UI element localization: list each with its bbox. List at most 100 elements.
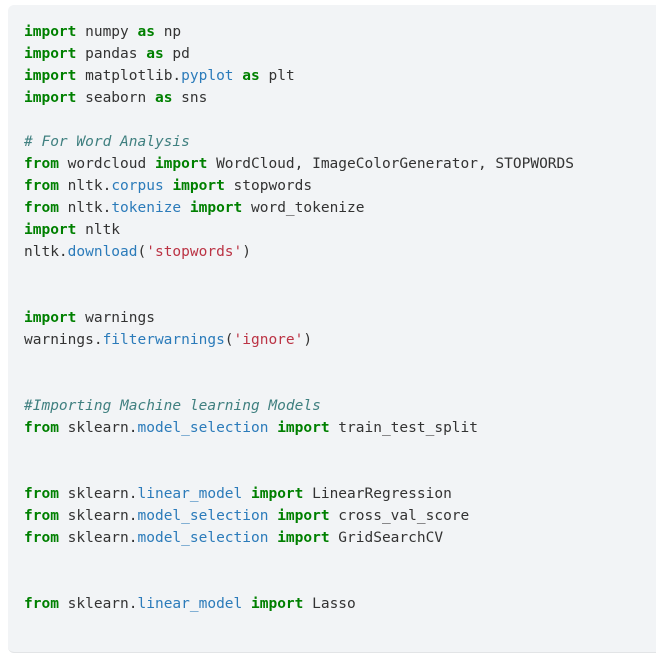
code-blank-line — [24, 571, 656, 593]
code-token-kw: from — [24, 200, 59, 216]
code-token-kw: from — [24, 178, 59, 194]
code-token-kw: import — [154, 156, 208, 172]
code-token-cmt: # For Word Analysis — [24, 134, 190, 150]
code-blank-line — [24, 109, 656, 131]
code-token-txt: sns — [172, 90, 208, 106]
code-token-txt — [242, 486, 251, 502]
code-token-txt: GridSearchCV — [329, 530, 444, 546]
code-blank-line — [24, 373, 656, 395]
code-line: from sklearn.model_selection import cros… — [24, 505, 656, 527]
code-blank-line — [24, 461, 656, 483]
code-token-txt: pd — [163, 46, 190, 62]
code-line: from sklearn.model_selection import trai… — [24, 417, 656, 439]
code-blank-line — [24, 351, 656, 373]
code-token-txt: nltk. — [58, 178, 112, 194]
code-line: from sklearn.model_selection import Grid… — [24, 527, 656, 549]
code-token-kw: import — [24, 46, 77, 62]
code-token-txt: LinearRegression — [303, 486, 452, 502]
code-token-kw: from — [24, 156, 59, 172]
code-line: # For Word Analysis — [24, 131, 656, 153]
code-line: import nltk — [24, 219, 656, 241]
code-token-txt: warnings. — [24, 332, 103, 348]
code-token-txt: numpy — [76, 24, 138, 40]
code-token-txt: wordcloud — [58, 156, 155, 172]
code-token-txt — [181, 200, 190, 216]
code-token-kw: import — [24, 24, 77, 40]
code-token-txt: pandas — [76, 46, 147, 62]
code-token-kw: import — [189, 200, 243, 216]
code-token-mod: download — [67, 244, 138, 260]
code-token-txt: WordCloud, ImageColorGenerator, STOPWORD… — [207, 156, 574, 172]
code-line: #Importing Machine learning Models — [24, 395, 656, 417]
code-token-txt — [268, 530, 277, 546]
code-blank-line — [24, 439, 656, 461]
code-token-txt — [234, 68, 243, 84]
code-blank-line — [24, 637, 656, 652]
code-token-punc: ( — [224, 332, 234, 348]
code-token-txt: seaborn — [76, 90, 155, 106]
code-token-txt: sklearn. — [58, 596, 138, 612]
code-token-txt: stopwords — [224, 178, 313, 194]
code-token-kw: import — [251, 596, 304, 612]
code-line: import seaborn as sns — [24, 87, 656, 109]
code-line: warnings.filterwarnings('ignore') — [24, 329, 656, 351]
code-line: from sklearn.linear_model import Lasso — [24, 593, 656, 615]
code-token-txt — [268, 508, 277, 524]
code-token-kw: import — [277, 420, 330, 436]
code-token-mod: model_selection — [137, 420, 269, 436]
code-token-mod: model_selection — [137, 530, 269, 546]
code-line: import warnings — [24, 307, 656, 329]
code-token-mod: filterwarnings — [102, 332, 225, 348]
code-line: import pandas as pd — [24, 43, 656, 65]
code-token-txt: sklearn. — [58, 420, 138, 436]
code-line: from nltk.corpus import stopwords — [24, 175, 656, 197]
code-token-kw: as — [154, 90, 173, 106]
code-token-txt: warnings — [76, 310, 155, 326]
code-token-txt — [268, 420, 277, 436]
code-token-mod: linear_model — [137, 596, 243, 612]
code-token-txt: word_tokenize — [242, 200, 365, 216]
code-token-kw: as — [146, 46, 164, 62]
code-token-kw: import — [24, 68, 77, 84]
code-token-kw: from — [24, 530, 59, 546]
code-line: from sklearn.linear_model import LinearR… — [24, 483, 656, 505]
code-token-mod: corpus — [111, 178, 164, 194]
code-token-txt: sklearn. — [58, 530, 138, 546]
code-token-mod: pyplot — [181, 68, 234, 84]
code-token-kw: import — [251, 486, 304, 502]
code-line: nltk.download('stopwords') — [24, 241, 656, 263]
code-token-txt: train_test_split — [329, 420, 478, 436]
code-token-txt: Lasso — [303, 596, 356, 612]
code-token-kw: from — [24, 508, 59, 524]
code-blank-line — [24, 285, 656, 307]
code-token-txt: matplotlib. — [76, 68, 182, 84]
code-line: from wordcloud import WordCloud, ImageCo… — [24, 153, 656, 175]
code-token-kw: from — [24, 486, 59, 502]
code-token-mod: tokenize — [111, 200, 182, 216]
code-line: import matplotlib.pyplot as plt — [24, 65, 656, 87]
code-token-punc: ( — [137, 244, 147, 260]
code-token-kw: as — [242, 68, 260, 84]
code-token-kw: import — [277, 530, 330, 546]
code-token-kw: import — [277, 508, 330, 524]
code-token-txt: plt — [259, 68, 295, 84]
code-token-kw: import — [24, 90, 77, 106]
code-token-kw: as — [137, 24, 155, 40]
code-line: from nltk.tokenize import word_tokenize — [24, 197, 656, 219]
code-token-txt: sklearn. — [58, 508, 138, 524]
code-token-str: 'stopwords' — [146, 244, 243, 260]
code-token-txt — [242, 596, 251, 612]
code-token-kw: import — [172, 178, 225, 194]
code-token-kw: import — [24, 310, 77, 326]
code-token-txt: cross_val_score — [329, 508, 470, 524]
code-token-txt: nltk. — [58, 200, 112, 216]
code-token-str: 'ignore' — [233, 332, 304, 348]
code-token-cmt: #Importing Machine learning Models — [24, 398, 321, 414]
code-token-txt: nltk. — [24, 244, 68, 260]
code-token-punc: ) — [303, 332, 313, 348]
code-token-txt: np — [154, 24, 182, 40]
code-token-mod: model_selection — [137, 508, 269, 524]
code-line: import numpy as np — [24, 21, 656, 43]
